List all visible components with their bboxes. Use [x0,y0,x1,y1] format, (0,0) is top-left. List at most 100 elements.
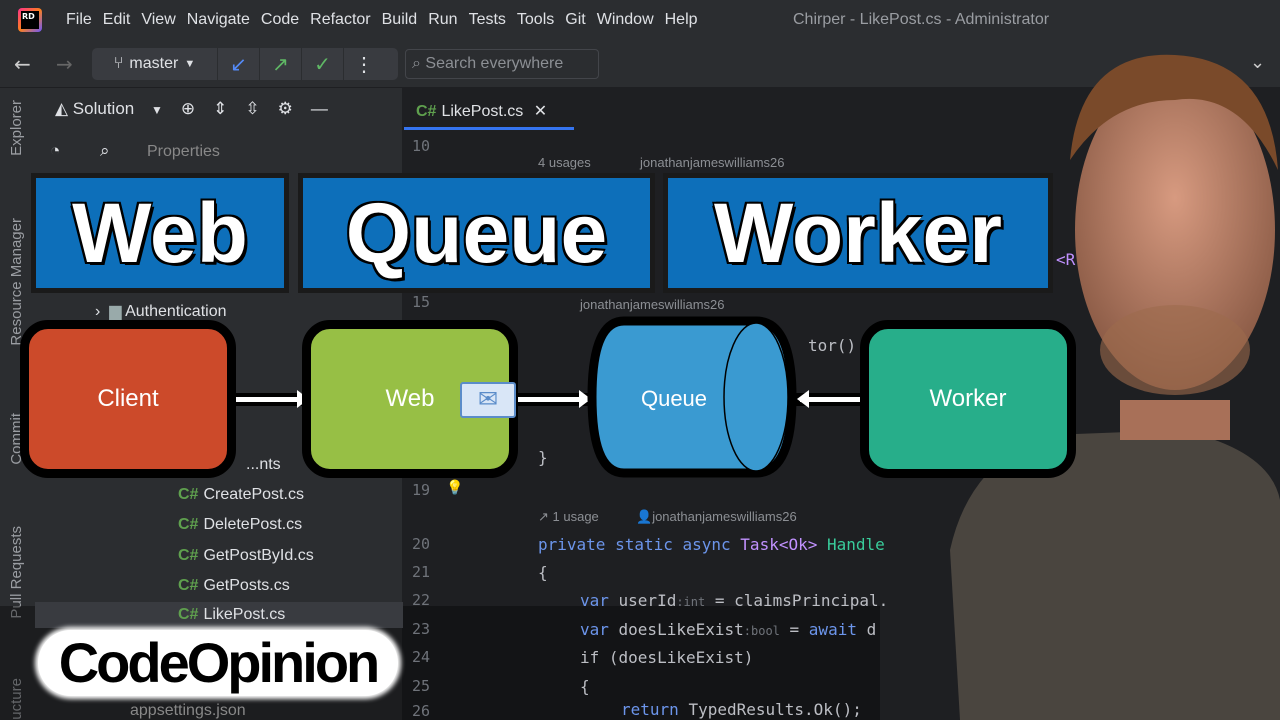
menu: File Edit View Navigate Code Refactor Build Run… [66,11,698,29]
node-queue: Queue [587,316,797,478]
line-number: 19 [412,481,431,499]
menu-git[interactable]: Git [565,11,586,28]
commit-check-icon[interactable]: ✓ [302,48,344,80]
menu-view[interactable]: View [141,11,176,28]
tree-deletepost[interactable]: C#DeletePost.cs [178,516,303,533]
tree-properties[interactable]: Properties [147,143,220,160]
menu-build[interactable]: Build [381,11,418,28]
stripe-resource-manager[interactable]: Resource Manager [8,218,25,346]
branch-icon: ⑂ [113,55,124,72]
face [1075,70,1275,390]
search-everywhere[interactable]: ⌕ Search everywhere [405,49,599,79]
code-line: var doesLikeExist:bool = await d [580,620,877,639]
node-client: Client [20,320,236,478]
code-line: private static async Task<Ok> Handle [538,535,885,554]
menu-tools[interactable]: Tools [516,11,555,28]
push-icon[interactable]: ↗ [260,48,302,80]
node-queue-label: Queue [641,386,707,411]
expand-all-icon[interactable]: ⇕ [213,99,228,118]
tree-endpoints[interactable]: ...nts [246,456,281,473]
author-hint[interactable]: jonathanjameswilliams26 [580,297,725,312]
arrow-client-web [226,390,309,408]
window-title: Chirper - LikePost.cs - Administrator [793,11,1050,28]
code-line: if (doesLikeExist) [580,648,754,667]
beard [1100,305,1250,395]
show-files-icon[interactable]: ◔ [50,141,61,160]
line-number: 10 [412,137,431,155]
menu-bar [0,0,1280,42]
git-toolbar: ⑂master▼ ↙ ↗ ✓ ⋮ [92,48,398,80]
menu-run[interactable]: Run [428,11,458,28]
line-number: 25 [412,677,431,695]
envelope-icon: ✉ [460,382,516,418]
menu-file[interactable]: File [66,11,92,28]
tab-likepost[interactable]: C#LikePost.cs ✕ [404,92,574,130]
code-line: { [580,677,590,696]
usages-hint[interactable]: 4 usages [538,155,591,170]
search-icon[interactable]: ⌕ [100,141,110,160]
minimize-icon[interactable]: — [310,99,328,118]
line-number: 22 [412,591,431,609]
title-web: Web [36,178,284,288]
menu-navigate[interactable]: Navigate [186,11,250,28]
line-number: 15 [412,293,431,311]
project-toolbar: ◭ Solution ▼ ⊕ ⇕ ⇳ ⚙ — [55,99,328,119]
more-icon[interactable]: ⋮ [354,53,374,76]
presenter-photo [950,54,1280,720]
line-number: 23 [412,620,431,638]
codeopinion-logo: CodeOpinion [38,630,398,696]
node-worker: Worker [860,320,1076,478]
locate-icon[interactable]: ⊕ [180,99,196,118]
chevron-right-icon: › [95,303,110,320]
update-icon[interactable]: ↙ [218,48,260,80]
menu-code[interactable]: Code [260,11,300,28]
code-line: } [538,448,548,467]
code-line: <R [1056,250,1076,269]
neck [1120,400,1230,440]
menu-help[interactable]: Help [664,11,698,28]
tree-createpost[interactable]: C#CreatePost.cs [178,486,304,503]
menu-refactor[interactable]: Refactor [310,11,371,28]
close-icon[interactable]: ✕ [533,103,548,120]
folder-icon: ▆ [109,303,126,320]
tree-likepost[interactable]: C#LikePost.cs [178,606,286,623]
title-queue: Queue [303,178,650,288]
search-icon: ⌕ [412,55,426,72]
chevron-down-icon[interactable]: ⌄ [1250,52,1266,73]
gear-icon[interactable]: ⚙ [277,99,293,118]
stripe-explorer[interactable]: Explorer [8,100,25,156]
code-line: var userId:int = claimsPrincipal. [580,591,889,610]
arrow-web-queue [508,390,591,408]
arrow-worker-queue [797,390,868,408]
code-line: { [538,563,548,582]
hair [1070,54,1278,170]
tree-authentication[interactable]: › ▆ Authentication [95,303,227,320]
author-hint[interactable]: jonathanjameswilliams26 [640,155,785,170]
tree-getpostbyid[interactable]: C#GetPostById.cs [178,547,314,564]
lightbulb-icon[interactable]: 💡 [446,480,464,496]
menu-tests[interactable]: Tests [468,11,506,28]
rider-logo[interactable]: RD [18,8,42,32]
code-line: return TypedResults.Ok(); [621,700,862,719]
line-number: 21 [412,563,431,581]
solution-selector[interactable]: ◭ Solution ▼ [55,99,163,118]
line-number: 26 [412,702,431,720]
menu-window[interactable]: Window [596,11,654,28]
collapse-all-icon[interactable]: ⇳ [245,99,260,118]
code-line: tor() [808,336,857,355]
author-hint[interactable]: 👤jonathanjameswilliams26 [636,509,797,524]
line-number: 20 [412,535,431,553]
stripe-pull-requests[interactable]: Pull Requests [8,526,25,619]
chevron-down-icon: ▼ [184,58,196,70]
forward-icon[interactable]: → [56,52,73,76]
back-icon[interactable]: ← [14,52,31,76]
title-worker: Worker [668,178,1048,288]
tree-appsettings[interactable]: appsettings.json [130,702,246,719]
usages-hint[interactable]: ↗ 1 usage [538,509,599,524]
selected-row [35,602,403,628]
line-number: 24 [412,648,431,666]
shirt [950,430,1280,720]
menu-edit[interactable]: Edit [102,11,131,28]
branch-selector[interactable]: ⑂master▼ [92,48,218,80]
tree-getposts[interactable]: C#GetPosts.cs [178,577,290,594]
